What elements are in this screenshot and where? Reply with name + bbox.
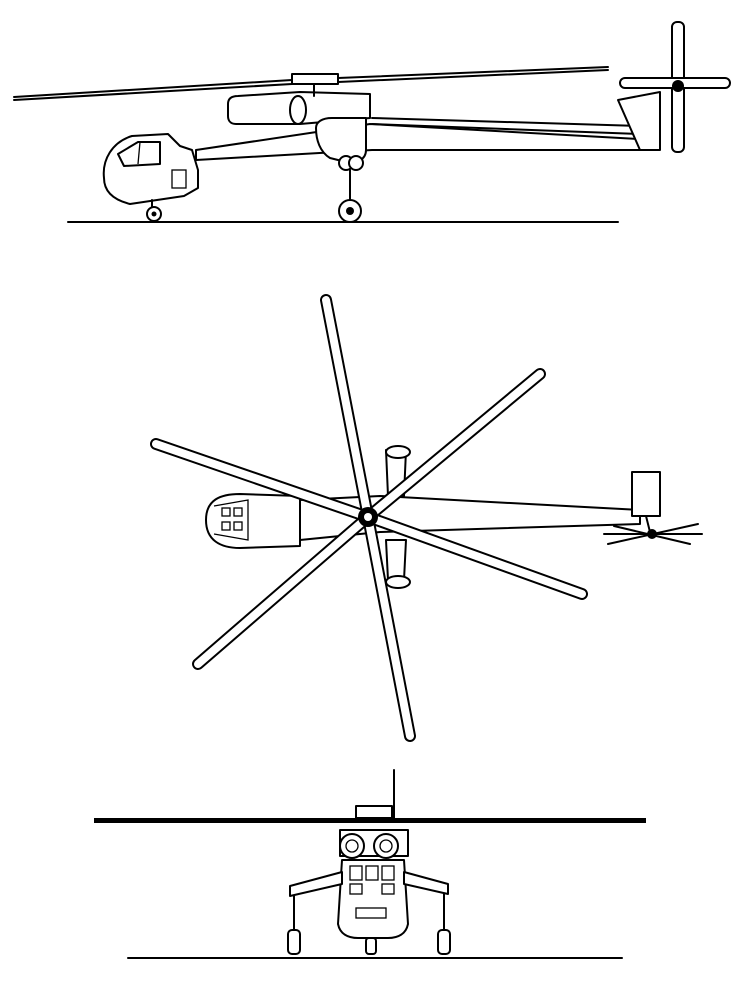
cockpit-fuselage <box>102 133 199 205</box>
tail-fin <box>617 91 661 151</box>
cockpit-windows <box>117 141 161 167</box>
top-cockpit <box>205 493 301 549</box>
top-tail-fin <box>631 471 661 517</box>
top-outrigger-lower <box>385 539 407 581</box>
front-main-rotor <box>94 818 646 823</box>
tail-boom <box>195 123 656 161</box>
front-fuselage <box>337 859 409 939</box>
top-view <box>150 294 703 742</box>
rotor-head <box>291 73 339 85</box>
front-nose-wheel <box>365 937 377 955</box>
front-rotor-head <box>355 805 393 819</box>
side-view <box>13 21 731 223</box>
front-engine-left <box>339 833 365 859</box>
front-outrigger-left <box>289 871 343 897</box>
front-wheel-right <box>437 929 451 955</box>
crew-door <box>171 169 187 189</box>
front-wheel-left <box>287 929 301 955</box>
top-main-rotor <box>150 294 588 742</box>
front-view <box>94 769 646 959</box>
front-engine-right <box>373 833 399 859</box>
tail-rotor-hub <box>672 80 684 92</box>
top-cockpit-windows <box>213 499 249 541</box>
top-tail-rotor <box>603 523 703 545</box>
main-rotor-blade-right <box>337 66 609 79</box>
front-outrigger-right <box>403 871 449 895</box>
main-rotor-blade-left <box>13 79 293 98</box>
